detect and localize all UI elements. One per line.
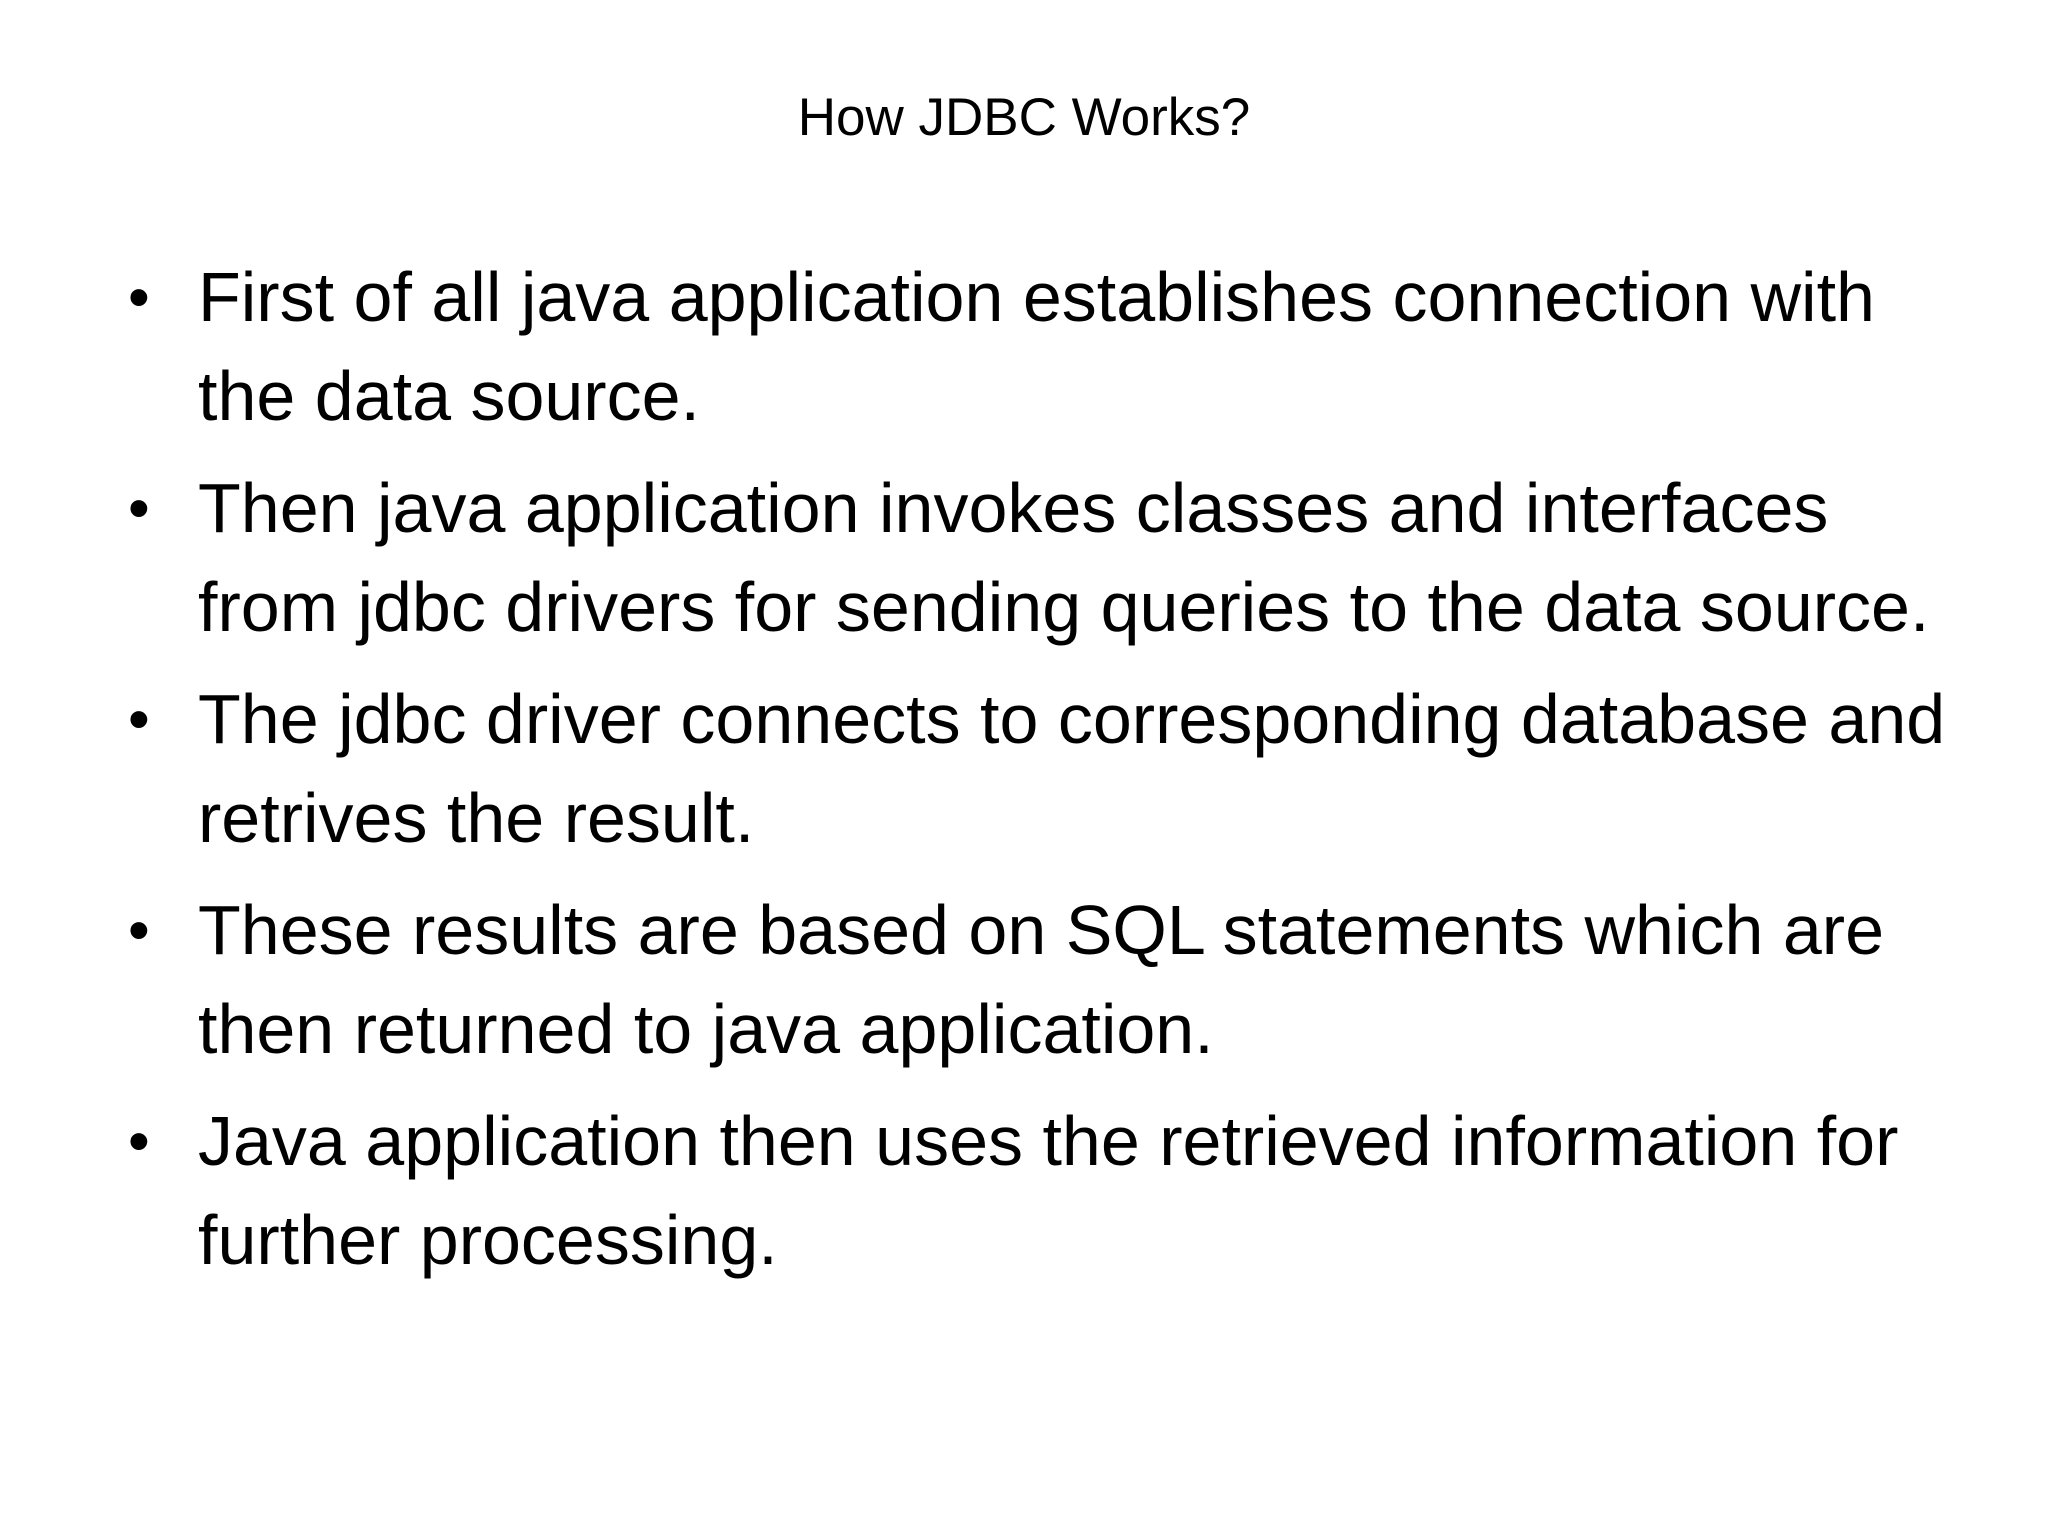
bullet-text: Java application then uses the retrieved…	[198, 1102, 1899, 1279]
bullet-item: • First of all java application establis…	[120, 248, 1960, 446]
bullet-text: These results are based on SQL statement…	[198, 891, 1885, 1068]
bullet-dot-icon: •	[128, 685, 150, 754]
bullet-item: • Java application then uses the retriev…	[120, 1092, 1960, 1290]
bullet-list: • First of all java application establis…	[120, 248, 1960, 1303]
bullet-item: • These results are based on SQL stateme…	[120, 881, 1960, 1079]
bullet-dot-icon: •	[128, 896, 150, 965]
bullet-dot-icon: •	[128, 263, 150, 332]
bullet-dot-icon: •	[128, 474, 150, 543]
bullet-text: First of all java application establishe…	[198, 258, 1875, 435]
bullet-text: Then java application invokes classes an…	[198, 469, 1930, 646]
bullet-item: • The jdbc driver connects to correspond…	[120, 670, 1960, 868]
bullet-item: • Then java application invokes classes …	[120, 459, 1960, 657]
bullet-text: The jdbc driver connects to correspondin…	[198, 680, 1946, 857]
bullet-dot-icon: •	[128, 1107, 150, 1176]
slide-title: How JDBC Works?	[797, 88, 1251, 147]
